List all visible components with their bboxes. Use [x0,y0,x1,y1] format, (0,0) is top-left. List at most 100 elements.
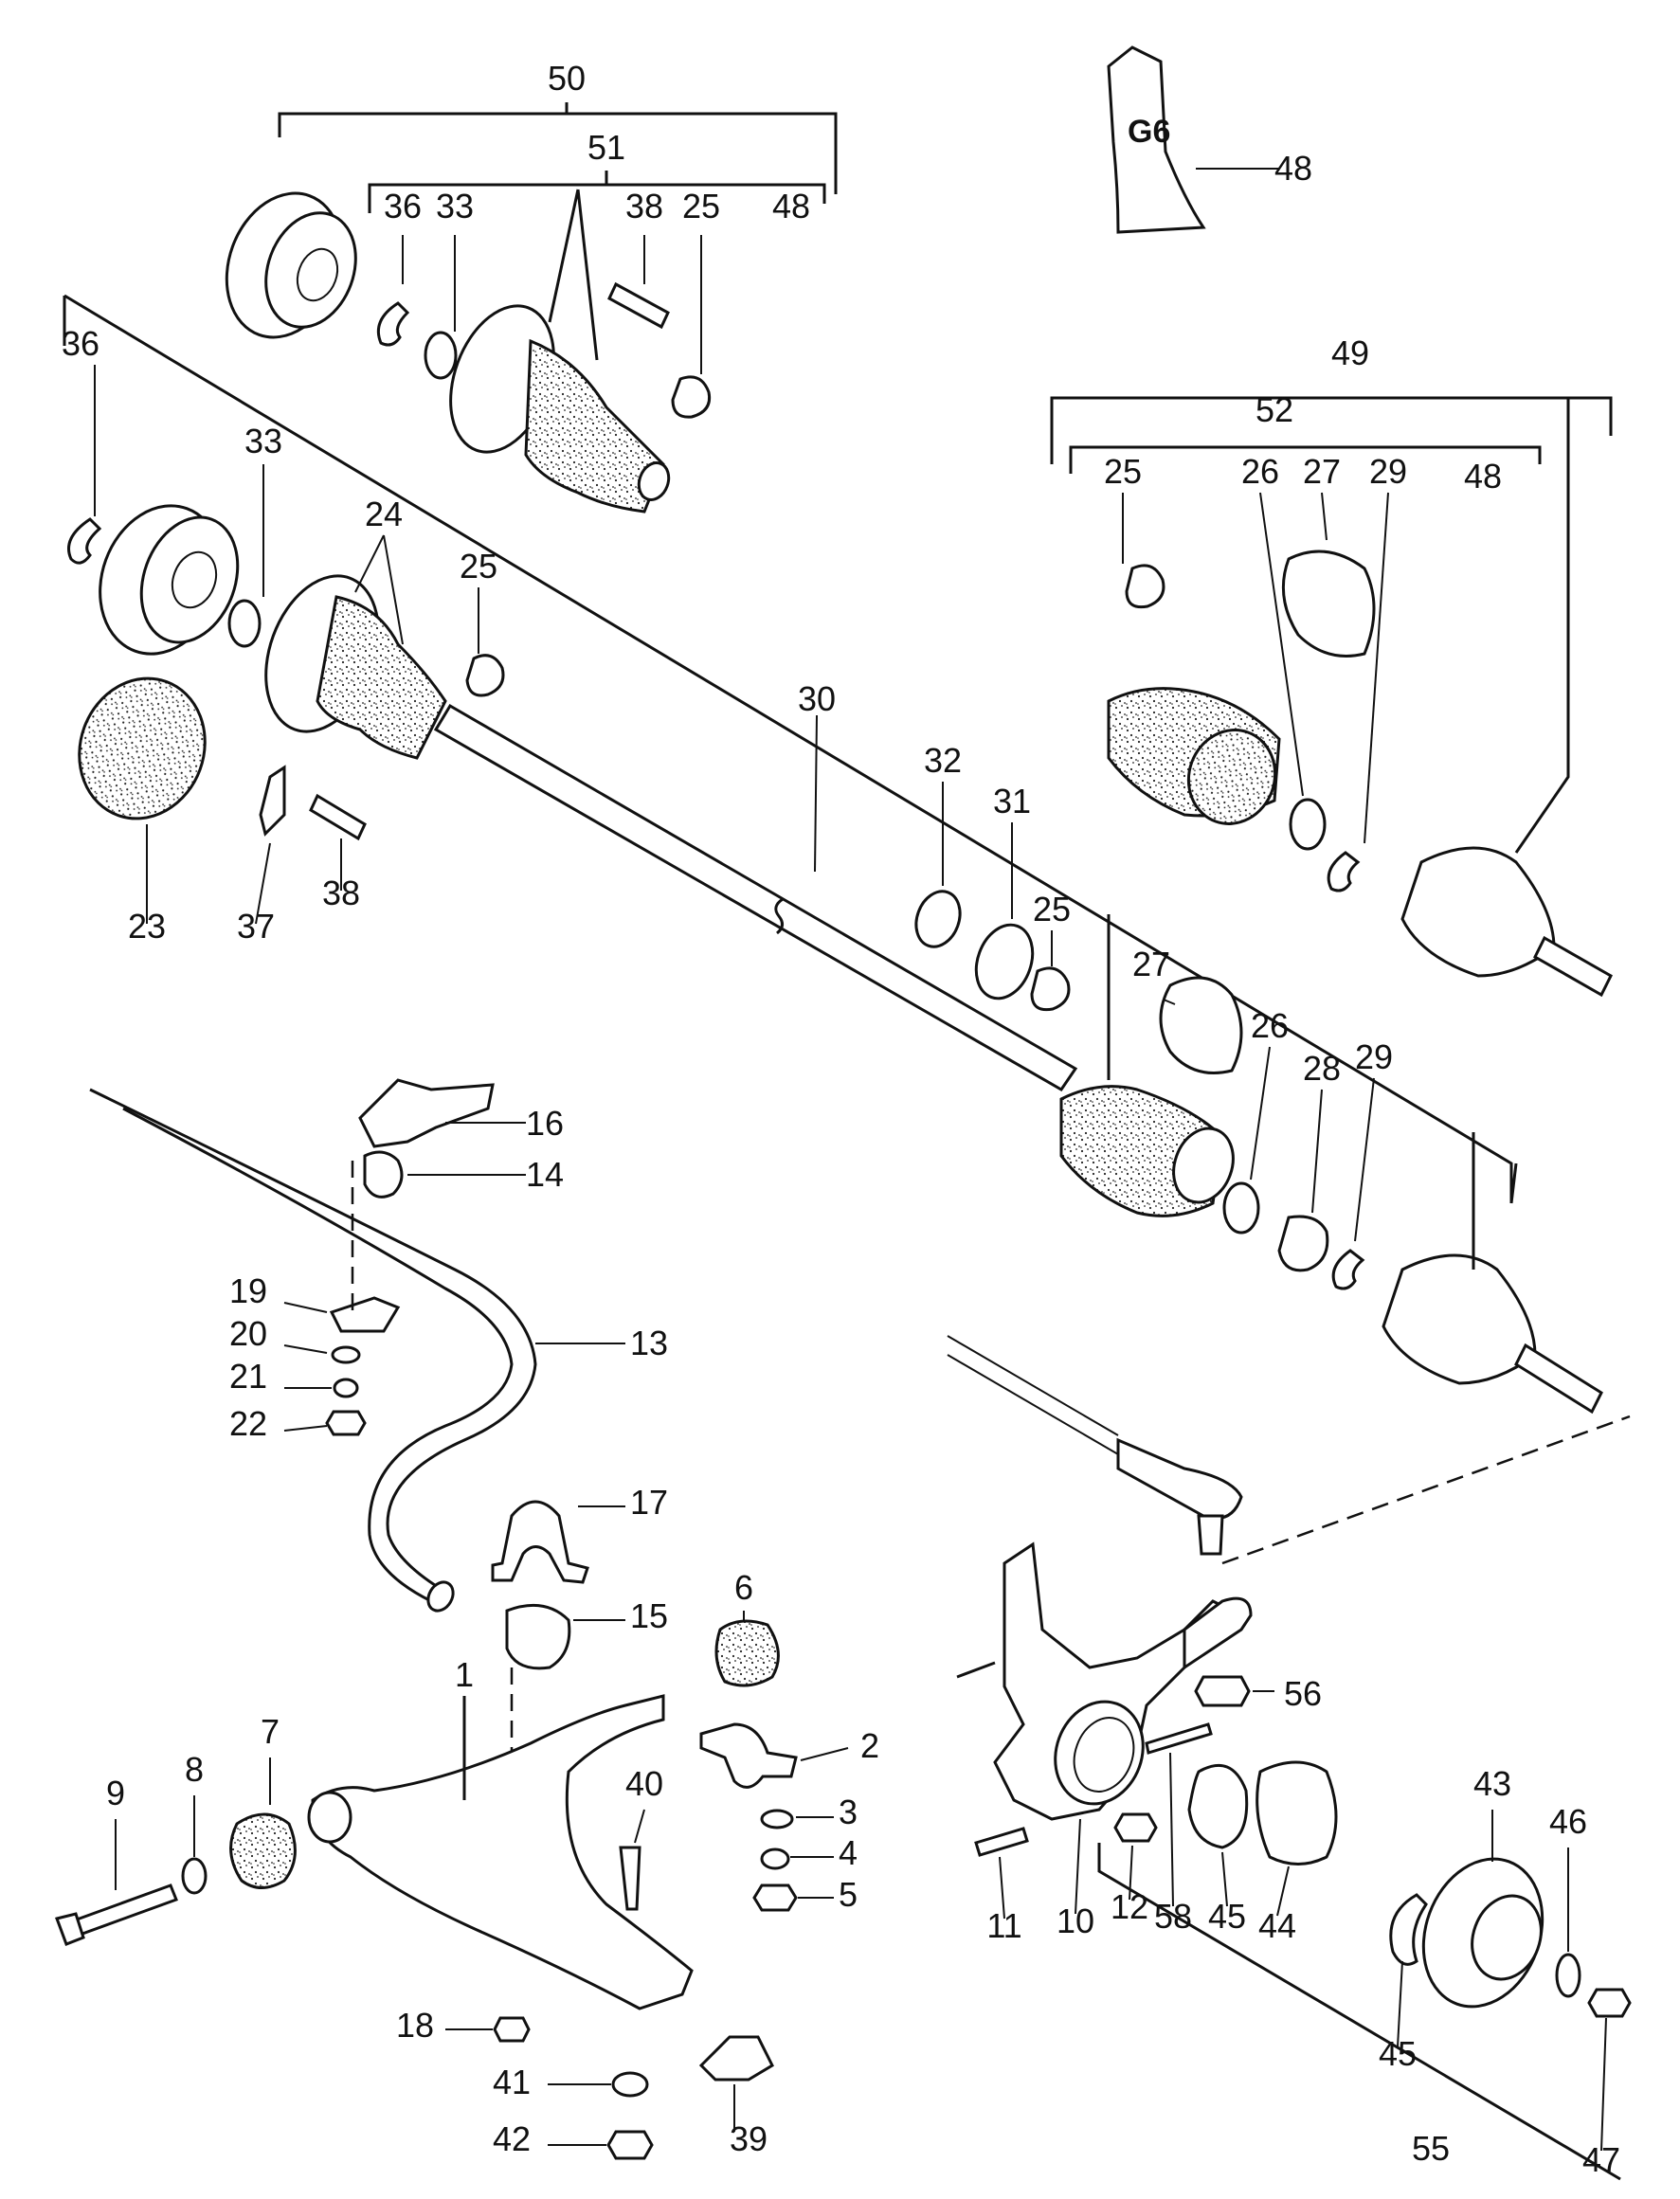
tie-rod-2 [947,1354,1119,1455]
lock-washer-4 [760,1848,790,1870]
tie-rod [947,1335,1119,1436]
callout-18-49: 18 [396,2006,434,2045]
callout-4-42: 4 [839,1833,858,1872]
leader-26-17 [1259,492,1304,797]
leader-45-63 [1397,1960,1403,2047]
outer-joint-lower [1382,1253,1537,1385]
washer-20 [331,1345,361,1364]
leader-58-58 [1169,1752,1174,1907]
cv-joint-housing-left-face [139,515,240,644]
callout-33-3: 33 [436,187,474,225]
callout-21-35: 21 [229,1357,267,1396]
circlip-29-right [1327,851,1361,892]
callout-29-18: 29 [1369,452,1407,491]
bushing-14 [363,1150,404,1199]
wheel-hub-43-center [1471,1894,1543,1981]
callout-51-1: 51 [587,128,625,167]
leader-49-down [1514,398,1570,854]
drive-shaft [433,703,1078,1091]
callout-30-12: 30 [798,679,836,718]
leader-lower-joint [1107,914,1475,1270]
callout-16-30: 16 [526,1104,564,1143]
leader-20-35 [283,1344,328,1354]
callout-41-50: 41 [493,2063,531,2101]
clamp-37 [259,765,286,837]
callout-32-20: 32 [924,741,962,780]
callout-46-61: 46 [1549,1802,1587,1841]
lock-washer-33-top [424,331,458,380]
callout-29-26: 29 [1355,1037,1393,1076]
shaft-break [774,897,784,935]
lock-washer-21 [333,1378,359,1398]
clamp-25-left [465,654,505,697]
bushing-7 [229,1812,297,1889]
nut-42 [606,2130,654,2160]
callout-27-17: 27 [1303,452,1341,491]
bolt-38-left [309,793,367,841]
tie-rod-stud [1197,1514,1224,1556]
leader-19-34 [283,1302,328,1313]
bushing-15 [505,1603,571,1670]
bolt-40 [619,1846,641,1911]
clamp-25-right [1125,564,1165,609]
outer-joint-lower-shaft [1514,1343,1603,1415]
leader-27-18 [1321,492,1328,541]
callout-19-33: 19 [229,1271,267,1310]
washer-3 [760,1809,794,1829]
tube-label: G6 [1128,114,1170,150]
leader-37-29 [255,842,271,925]
callout-13-32: 13 [630,1324,668,1362]
lock-washer-41 [611,2071,649,2098]
leader-47-65 [1600,2017,1607,2152]
leader-knuckle [956,1661,996,1679]
bracket-19 [329,1296,401,1333]
outer-joint-49 [1400,846,1556,978]
knuckle-bore-inner [1073,1717,1135,1793]
circlip-45-top [1187,1763,1249,1849]
outer-joint-49-shaft [1533,935,1613,998]
shaft-assembly-line [63,294,1513,1203]
bolt-9-head [55,1912,85,1946]
o-ring-32 [914,890,962,948]
callout-1-44: 1 [455,1655,474,1694]
boot-52-end [1186,729,1277,825]
nut-47 [1587,1988,1632,2018]
bolt-11 [974,1827,1029,1857]
callout-20-34: 20 [229,1314,267,1353]
tie-rod-end [1116,1437,1243,1520]
bushing-6 [714,1619,780,1687]
callout-42-51: 42 [493,2119,531,2158]
control-arm-eye [307,1791,352,1844]
callout-26-16: 26 [1241,452,1279,491]
leader-10-56 [1075,1818,1081,1915]
circlip-29-lower [1331,1249,1365,1290]
nut-12 [1113,1812,1158,1843]
nut-22 [325,1410,367,1436]
leader-26-25 [1250,1046,1271,1181]
callout-25-5: 25 [682,187,720,225]
callout-25-15: 25 [1104,452,1142,491]
grease-tube-48 [1107,45,1206,234]
callout-24-10: 24 [365,495,403,533]
callout-27-23: 27 [1132,945,1170,983]
callout-52-14: 52 [1255,390,1293,429]
callout-43-60: 43 [1473,1764,1511,1803]
cv-joint-spline [171,550,218,609]
bolt-9 [64,1884,178,1939]
bearing-44 [1255,1760,1338,1866]
leader-2-41 [800,1747,849,1761]
callout-36-8: 36 [62,324,99,363]
o-ring-31 [974,923,1035,1000]
washer-26-right [1289,798,1327,851]
callout-9-47: 9 [106,1774,125,1812]
cv-joint-top-spline [296,247,339,302]
callout-38-4: 38 [625,187,663,225]
leader-29-27 [1354,1077,1375,1242]
callout-8-46: 8 [185,1750,204,1789]
steering-arm [1183,1596,1253,1670]
leader-45-59 [1221,1851,1228,1907]
callout-22-36: 22 [229,1404,267,1443]
